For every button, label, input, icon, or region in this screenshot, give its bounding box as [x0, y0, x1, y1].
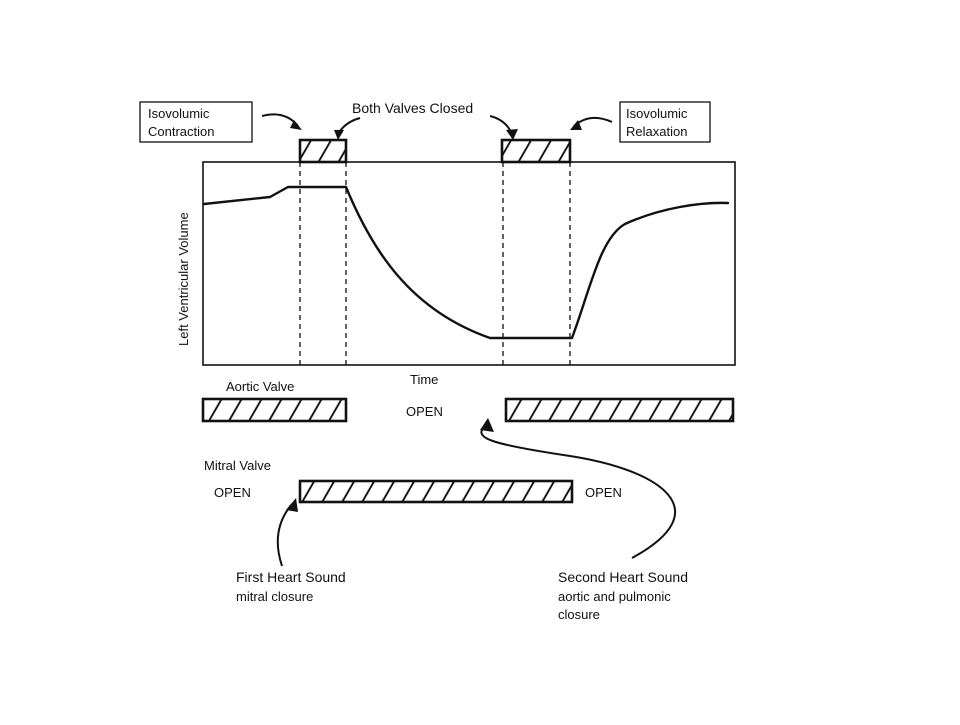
isovolumic-contraction-bar [298, 138, 348, 164]
y-axis-label: Left Ventricular Volume [176, 212, 191, 346]
isovolumic-contraction-tag: Isovolumic Contraction [139, 101, 253, 143]
aortic-valve-closed-bar-right [504, 397, 735, 423]
ventricular-volume-curve [202, 185, 730, 340]
mitral-valve-closed-bar [298, 479, 574, 504]
isovolumic-contraction-line1: Isovolumic [148, 106, 210, 121]
second-heart-sound-title: Second Heart Sound [558, 569, 688, 585]
isovolumic-relaxation-line1: Isovolumic [626, 106, 688, 121]
contraction-arrowhead [290, 120, 302, 130]
aortic-open-label: OPEN [406, 404, 443, 419]
both-valves-closed-label: Both Valves Closed [352, 100, 473, 116]
first-heart-sound-title: First Heart Sound [236, 569, 346, 585]
plot-frame [202, 161, 736, 366]
aortic-valve-label: Aortic Valve [226, 379, 294, 394]
relaxation-arrowhead [570, 120, 582, 130]
aortic-valve-closed-bar-left [201, 397, 348, 423]
both-closed-right-arrowhead [506, 129, 518, 140]
second-heart-sound-arrowhead [480, 418, 494, 432]
second-heart-sound-subtitle-2: closure [558, 607, 600, 622]
isovolumic-relaxation-tag: Isovolumic Relaxation [619, 101, 711, 143]
isovolumic-relaxation-line2: Relaxation [626, 124, 687, 139]
second-heart-sound-arrow [480, 423, 677, 559]
mitral-valve-label: Mitral Valve [204, 458, 271, 473]
both-closed-left-arrowhead [334, 130, 344, 140]
isovolumic-relaxation-bar [500, 138, 572, 164]
first-heart-sound-arrow [276, 503, 293, 567]
isovolumic-contraction-line2: Contraction [148, 124, 214, 139]
mitral-open-right-label: OPEN [585, 485, 622, 500]
second-heart-sound-subtitle-1: aortic and pulmonic [558, 589, 671, 604]
first-heart-sound-arrowhead [286, 498, 298, 512]
x-axis-label: Time [410, 372, 438, 387]
mitral-open-left-label: OPEN [214, 485, 251, 500]
first-heart-sound-subtitle: mitral closure [236, 589, 313, 604]
